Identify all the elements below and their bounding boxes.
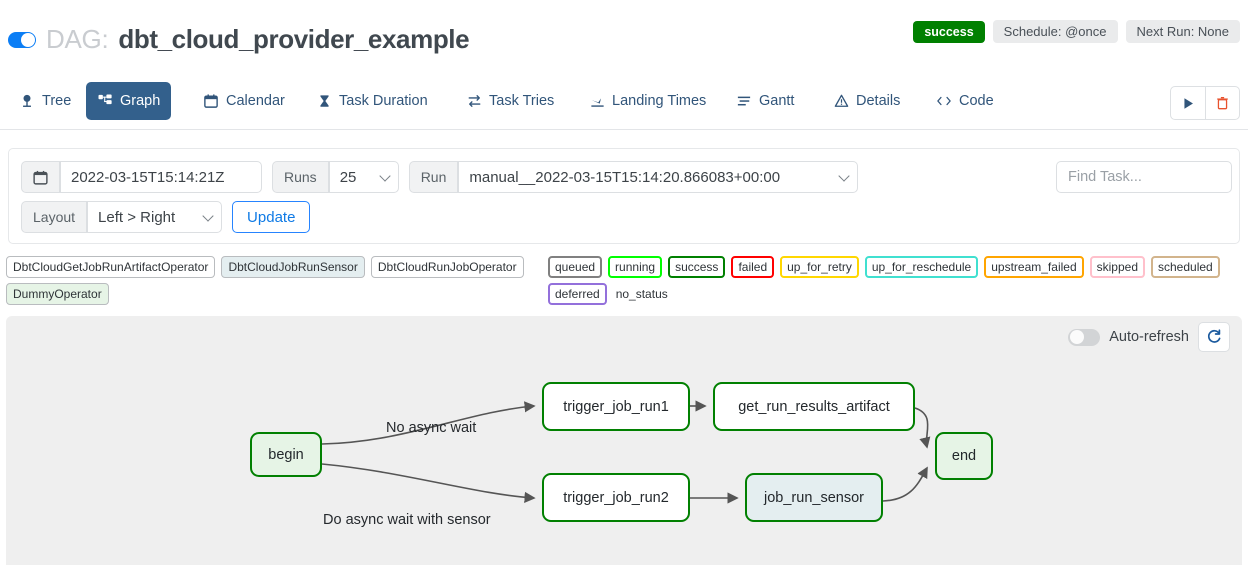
dag-run-select[interactable]: manual__2022-03-15T15:14:20.866083+00:00 bbox=[458, 161, 859, 193]
runs-group: Runs 25 bbox=[272, 161, 399, 193]
tab-details-label: Details bbox=[856, 93, 901, 109]
schedule-badge: Schedule: @once bbox=[992, 20, 1118, 43]
task-node-get-run-results-artifact[interactable]: get_run_results_artifact bbox=[713, 382, 915, 431]
run-group: Run manual__2022-03-15T15:14:20.866083+0… bbox=[408, 161, 859, 193]
task-node-end[interactable]: end bbox=[935, 432, 993, 480]
update-button[interactable]: Update bbox=[232, 201, 311, 233]
layout-select[interactable]: Left > Right bbox=[87, 201, 223, 233]
legend-chip-scheduled: scheduled bbox=[1151, 256, 1220, 278]
legend-chip-skipped: skipped bbox=[1089, 256, 1145, 278]
num-runs-select[interactable]: 25 bbox=[328, 161, 399, 193]
graph-icon bbox=[97, 93, 113, 109]
dag-pause-toggle[interactable] bbox=[8, 31, 36, 48]
task-node-trigger-job-run2[interactable]: trigger_job_run2 bbox=[542, 473, 690, 522]
tab-graph-label: Graph bbox=[120, 93, 161, 109]
legend-chip-deferred: deferred bbox=[548, 283, 607, 305]
legend-chip-no-status: no_status bbox=[615, 287, 668, 301]
legend-chip-failed: failed bbox=[731, 256, 775, 278]
tab-calendar[interactable]: Calendar bbox=[192, 82, 296, 120]
run-label: Run bbox=[408, 161, 459, 193]
dag-label: DAG: bbox=[46, 24, 109, 54]
edge-label-do-async-wait: Do async wait with sensor bbox=[323, 512, 491, 528]
runs-label: Runs bbox=[272, 161, 329, 193]
legend-chip-operator: DummyOperator bbox=[6, 283, 109, 305]
tab-task-duration-label: Task Duration bbox=[339, 93, 428, 109]
tab-landing-times-label: Landing Times bbox=[612, 93, 707, 109]
dag-name: dbt_cloud_provider_example bbox=[118, 24, 470, 54]
tab-calendar-label: Calendar bbox=[226, 93, 285, 109]
legend-chip-up-for-reschedule: up_for_reschedule bbox=[864, 256, 979, 278]
trigger-dag-play-button[interactable] bbox=[1171, 87, 1205, 119]
legend-chip-operator: DbtCloudRunJobOperator bbox=[370, 256, 524, 278]
view-tabs: Tree Graph Calendar Task Duration Task T… bbox=[0, 82, 1248, 130]
tab-landing-times[interactable]: Landing Times bbox=[578, 82, 717, 120]
base-date-input[interactable]: 2022-03-15T15:14:21Z bbox=[60, 161, 262, 193]
dag-title: DAG: dbt_cloud_provider_example bbox=[8, 24, 470, 55]
legend-chip-operator: DbtCloudJobRunSensor bbox=[221, 256, 365, 278]
graph-canvas[interactable]: Auto-refresh begin trigger_job_run1 bbox=[6, 316, 1242, 565]
task-node-label: begin bbox=[268, 446, 304, 463]
legend-chip-queued: queued bbox=[548, 256, 603, 278]
find-task-input[interactable]: Find Task... bbox=[1056, 161, 1232, 193]
task-node-label: trigger_job_run1 bbox=[563, 398, 669, 415]
tab-tree-label: Tree bbox=[42, 93, 72, 109]
header-badges: success Schedule: @once Next Run: None bbox=[913, 20, 1240, 43]
gantt-icon bbox=[736, 93, 752, 109]
tab-gantt-label: Gantt bbox=[759, 93, 795, 109]
retry-icon bbox=[466, 93, 482, 109]
dag-action-buttons bbox=[1170, 86, 1240, 120]
task-node-trigger-job-run1[interactable]: trigger_job_run1 bbox=[542, 382, 690, 431]
layout-group: Layout Left > Right Update bbox=[21, 201, 311, 233]
task-node-label: trigger_job_run2 bbox=[563, 489, 669, 506]
task-node-begin[interactable]: begin bbox=[250, 432, 322, 477]
calendar-icon bbox=[203, 93, 219, 109]
task-node-job-run-sensor[interactable]: job_run_sensor bbox=[745, 473, 883, 522]
code-icon bbox=[936, 93, 952, 109]
legend-chip-operator: DbtCloudGetJobRunArtifactOperator bbox=[6, 256, 216, 278]
refresh-icon bbox=[1207, 329, 1221, 343]
tab-gantt[interactable]: Gantt bbox=[725, 82, 805, 120]
edge-label-no-async-wait: No async wait bbox=[386, 420, 477, 436]
layout-label: Layout bbox=[21, 201, 88, 233]
legend-chip-upstream-failed: upstream_failed bbox=[984, 256, 1084, 278]
auto-refresh-controls: Auto-refresh bbox=[1068, 322, 1230, 352]
calendar-icon[interactable] bbox=[21, 161, 60, 193]
delete-dag-trash-button[interactable] bbox=[1205, 87, 1239, 119]
landing-icon bbox=[589, 93, 605, 109]
task-node-label: end bbox=[951, 448, 977, 464]
warning-icon bbox=[833, 93, 849, 109]
graph-edges bbox=[321, 400, 931, 504]
auto-refresh-toggle[interactable] bbox=[1068, 328, 1101, 346]
legend-chip-success: success bbox=[668, 256, 726, 278]
tab-graph[interactable]: Graph bbox=[86, 82, 172, 120]
tab-code-label: Code bbox=[959, 93, 994, 109]
base-date-input-group: 2022-03-15T15:14:21Z bbox=[21, 161, 262, 193]
tab-task-tries[interactable]: Task Tries bbox=[455, 82, 565, 120]
hourglass-icon bbox=[316, 93, 332, 109]
dag-header: DAG: dbt_cloud_provider_example success … bbox=[0, 0, 1248, 68]
next-run-badge: Next Run: None bbox=[1125, 20, 1240, 43]
legend-chip-up-for-retry: up_for_retry bbox=[780, 256, 859, 278]
layout-input-group: Layout Left > Right bbox=[21, 201, 223, 233]
tab-tree[interactable]: Tree bbox=[8, 82, 82, 120]
tab-task-tries-label: Task Tries bbox=[489, 93, 555, 109]
filter-panel: 2022-03-15T15:14:21Z Runs 25 Run manual_… bbox=[8, 148, 1240, 244]
task-node-label: job_run_sensor bbox=[764, 489, 864, 506]
base-date-group: 2022-03-15T15:14:21Z Runs 25 Run manual_… bbox=[21, 161, 859, 193]
auto-refresh-label: Auto-refresh bbox=[1109, 329, 1189, 345]
tab-code[interactable]: Code bbox=[925, 82, 1005, 120]
tree-icon bbox=[19, 93, 35, 109]
task-node-label: get_run_results_artifact bbox=[738, 398, 890, 415]
tab-details[interactable]: Details bbox=[822, 82, 911, 120]
tab-task-duration[interactable]: Task Duration bbox=[305, 82, 439, 120]
refresh-button[interactable] bbox=[1198, 322, 1230, 352]
status-badge: success bbox=[913, 20, 985, 43]
legend-chip-running: running bbox=[608, 256, 663, 278]
